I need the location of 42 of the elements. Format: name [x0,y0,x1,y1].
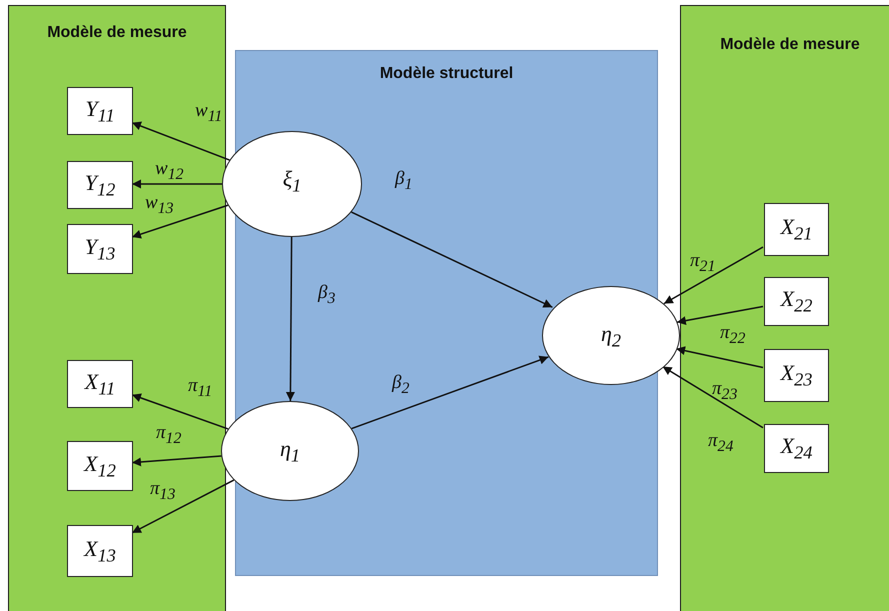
indicator-box: Y$_{13}$ [67,224,133,274]
indicator-box: X$_{23}$ [764,349,829,402]
indicator-box: X$_{13}$ [67,525,133,577]
arrow [132,180,222,188]
indicator-box: X$_{24}$ [764,424,829,473]
edge-label: π$_{22}$ [720,322,746,348]
arrow [662,366,764,428]
arrow [676,306,764,326]
arrow [676,346,764,368]
indicator-box: X$_{11}$ [67,360,133,408]
edge-label: π$_{13}$ [150,478,176,504]
panel-title: Modèle de mesure [46,24,188,42]
edge-label: w$_{11}$ [195,100,222,126]
model-panel [8,5,226,611]
arrow [351,356,549,430]
edge-label: β$_{1}$ [395,168,412,194]
indicator-box: X$_{12}$ [67,441,133,491]
panel-title: Modèle structurel [378,65,514,83]
indicator-box: Y$_{12}$ [67,161,133,209]
indicator-box: Y$_{11}$ [67,87,133,135]
edge-label: w$_{12}$ [155,158,184,184]
edge-label: π$_{21}$ [690,250,716,276]
panel-title: Modèle de mesure [719,36,861,54]
edge-label: β$_{3}$ [318,282,336,308]
indicator-box: X$_{22}$ [764,277,829,326]
edge-label: π$_{24}$ [708,430,734,456]
edge-label: π$_{11}$ [188,375,212,401]
edge-label: π$_{12}$ [156,422,182,448]
edge-label: w$_{13}$ [145,192,174,218]
arrow [132,394,228,430]
edge-label: β$_{2}$ [392,372,410,398]
edge-label: π$_{23}$ [712,378,738,404]
arrow [286,237,295,401]
arrow [132,455,222,466]
arrow [351,211,553,308]
indicator-box: X$_{21}$ [764,203,829,256]
latent-variable-ellipse: η$_{2}$ [542,286,680,385]
arrow [132,204,228,238]
arrow [664,246,764,304]
model-panel [680,5,889,611]
arrow [132,479,234,534]
arrow [132,122,230,161]
